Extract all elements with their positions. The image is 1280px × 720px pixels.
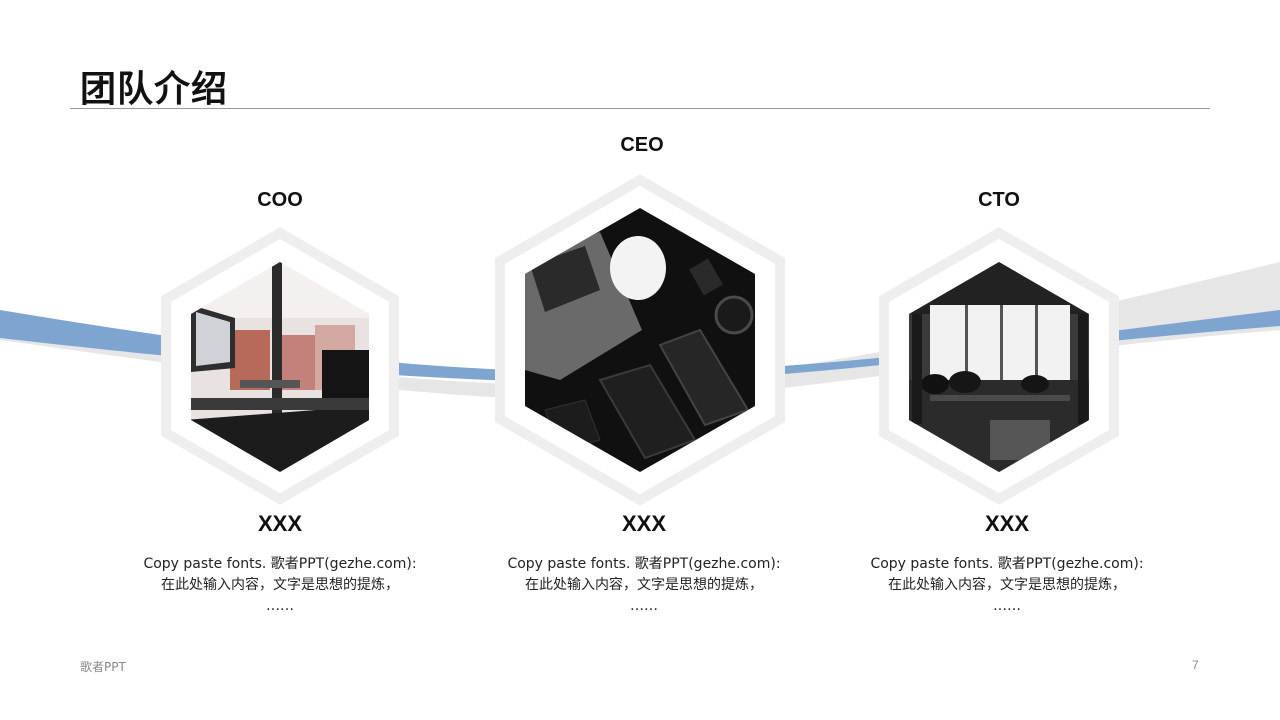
coo-name: XXX: [257, 511, 303, 536]
ceo-desc-line-1: Copy paste fonts. 歌者PPT(gezhe.com):: [507, 556, 781, 572]
ceo-desc-line-2: 在此处输入内容，文字是思想的提炼，: [525, 577, 763, 593]
cto-name: XXX: [984, 511, 1030, 536]
coo-photo-frame: [161, 227, 399, 505]
footer-brand: 歌者PPT: [80, 660, 126, 674]
coo-desc-line-3: ……: [266, 598, 294, 614]
cto-desc-line-2: 在此处输入内容，文字是思想的提炼，: [888, 577, 1126, 593]
ceo-photo-frame: [495, 174, 785, 506]
cto-description: Copy paste fonts. 歌者PPT(gezhe.com): 在此处输…: [857, 554, 1157, 617]
page-number: 7: [1192, 658, 1199, 672]
ceo-description: Copy paste fonts. 歌者PPT(gezhe.com): 在此处输…: [494, 554, 794, 617]
coo-desc-line-2: 在此处输入内容，文字是思想的提炼，: [161, 577, 399, 593]
title-divider: [70, 108, 1210, 109]
cto-photo-frame: [879, 227, 1119, 505]
cto-desc-line-1: Copy paste fonts. 歌者PPT(gezhe.com):: [870, 556, 1144, 572]
ceo-desc-line-3: ……: [630, 598, 658, 614]
cto-role-label: CTO: [978, 189, 1020, 211]
ceo-name: XXX: [621, 511, 667, 536]
cto-desc-line-3: ……: [993, 598, 1021, 614]
coo-description: Copy paste fonts. 歌者PPT(gezhe.com): 在此处输…: [130, 554, 430, 617]
ceo-role-label: CEO: [620, 134, 664, 156]
slide-title: 团队介绍: [80, 69, 229, 110]
coo-desc-line-1: Copy paste fonts. 歌者PPT(gezhe.com):: [143, 556, 417, 572]
coo-role-label: COO: [257, 189, 303, 211]
